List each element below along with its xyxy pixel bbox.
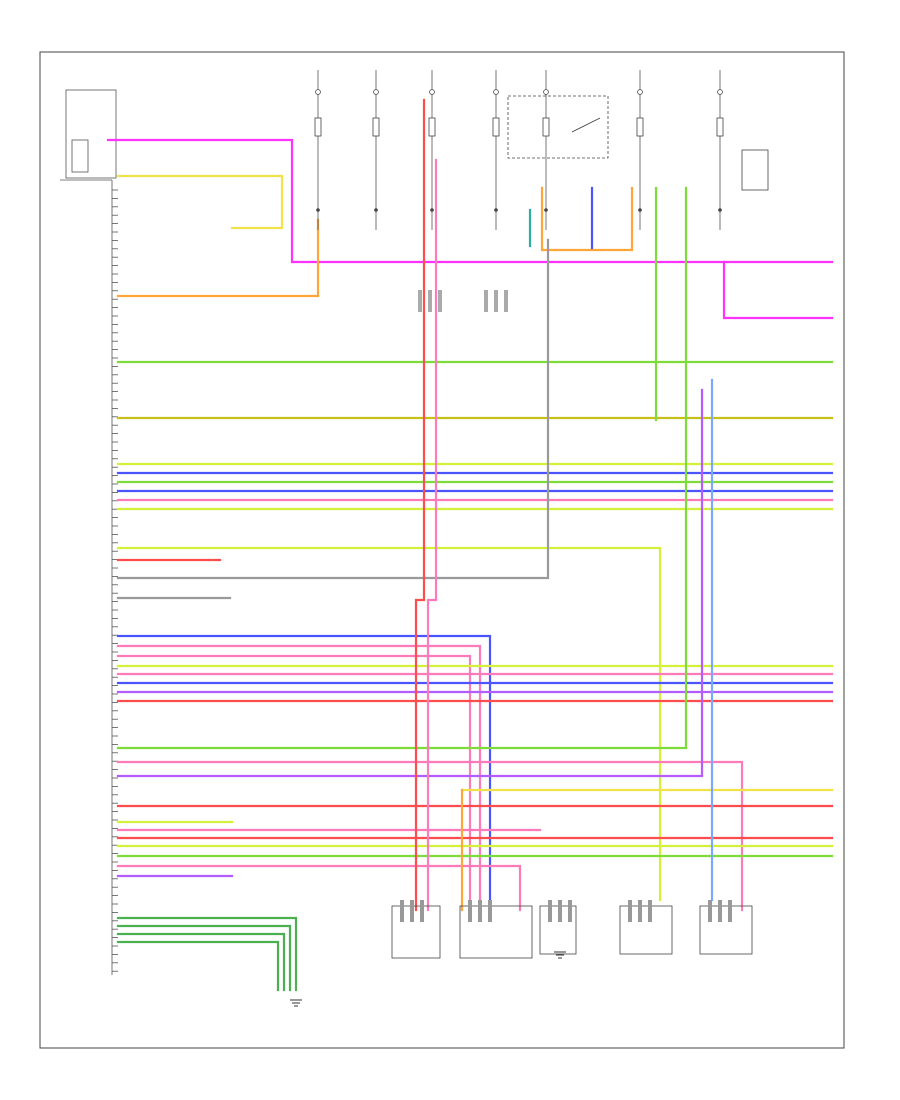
- wire-green-bundle-3: [116, 932, 286, 992]
- component-box: [619, 905, 673, 955]
- wire-pink-down-3: [116, 864, 522, 912]
- wire-green-bundle-4: [116, 940, 280, 992]
- wire-lime-down: [116, 546, 662, 902]
- wire-orange: [116, 218, 320, 298]
- fuse-element: [492, 117, 500, 137]
- splice-dot: [638, 208, 642, 212]
- wire-orange-right: [540, 186, 634, 252]
- connector-stub: [494, 290, 498, 312]
- fuse-element: [372, 117, 380, 137]
- splice-dot: [494, 208, 498, 212]
- wire-group: [106, 98, 834, 992]
- wire-blue-down: [116, 634, 492, 912]
- connector-stub: [504, 290, 508, 312]
- component-pin: [420, 900, 424, 922]
- connector-stub: [438, 290, 442, 312]
- fuse-terminal: [637, 89, 643, 95]
- fuse-terminal: [373, 89, 379, 95]
- component-pin: [728, 900, 732, 922]
- fuse-terminal: [493, 89, 499, 95]
- component-pin: [410, 900, 414, 922]
- wire-green-bundle-1: [116, 916, 298, 992]
- splice-dot: [316, 208, 320, 212]
- component-pin: [628, 900, 632, 922]
- wire-pink-down-2: [116, 654, 472, 912]
- fuse-element: [314, 117, 322, 137]
- component-pin: [718, 900, 722, 922]
- relay-box: [507, 95, 609, 159]
- wire-pink-right: [116, 760, 744, 912]
- wire-green-up: [116, 186, 688, 750]
- splice-dot: [430, 208, 434, 212]
- component-pin: [478, 900, 482, 922]
- component-pin: [568, 900, 572, 922]
- component-pin: [400, 900, 404, 922]
- fuse-element: [716, 117, 724, 137]
- component-pin: [638, 900, 642, 922]
- splice-dot: [374, 208, 378, 212]
- right-relay: [741, 149, 769, 191]
- wire-magenta-branch: [722, 260, 834, 320]
- relay-switch: [571, 117, 601, 133]
- connector-stub: [484, 290, 488, 312]
- fuse-element: [542, 117, 550, 137]
- splice-dot: [544, 208, 548, 212]
- bottom-components: [290, 900, 753, 1007]
- splice-dot: [718, 208, 722, 212]
- component-pin: [708, 900, 712, 922]
- fuse-element: [428, 117, 436, 137]
- component-box: [391, 905, 441, 959]
- component-box: [459, 905, 533, 959]
- wire-red-vertical: [414, 98, 426, 912]
- fuse-terminal: [543, 89, 549, 95]
- connector-stub: [418, 290, 422, 312]
- fuse-terminal: [717, 89, 723, 95]
- component-pin: [558, 900, 562, 922]
- wire-yellow-top: [116, 174, 284, 230]
- component-pin: [548, 900, 552, 922]
- component-box: [699, 905, 753, 955]
- wire-pink-vertical: [426, 158, 438, 912]
- top-components: [314, 70, 769, 312]
- wire-pink-down: [116, 644, 482, 912]
- component-pin: [468, 900, 472, 922]
- component-pin: [488, 900, 492, 922]
- wire-purple-up: [116, 388, 704, 778]
- diagram-frame: [39, 51, 845, 1049]
- wire-magenta-bus: [106, 138, 834, 264]
- top-left-power-relay: [60, 89, 117, 181]
- component-pin: [648, 900, 652, 922]
- connector-stub: [428, 290, 432, 312]
- fuse-terminal: [429, 89, 435, 95]
- wire-gray-up: [116, 238, 550, 580]
- fuse-element: [636, 117, 644, 137]
- fuse-terminal: [315, 89, 321, 95]
- wire-green-bundle-2: [116, 924, 292, 992]
